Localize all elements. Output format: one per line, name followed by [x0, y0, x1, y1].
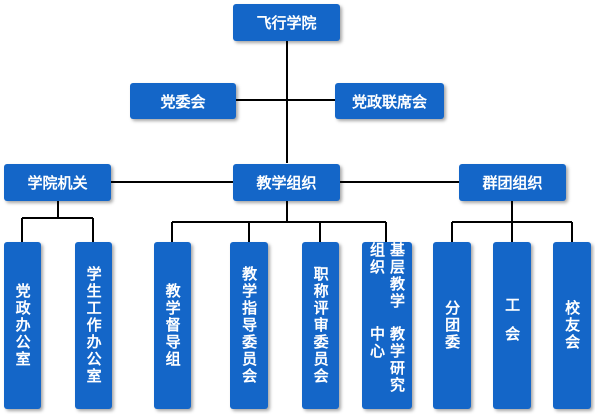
node-labor-union: 工会	[493, 242, 531, 409]
node-alumni: 校友会	[553, 242, 591, 409]
node-joint-meeting: 党政联席会	[335, 83, 444, 119]
node-title-committee: 职称评审委员会	[302, 242, 339, 409]
node-branch-teaching: 教学组织	[233, 164, 340, 201]
node-supervision-group: 教学督导组	[154, 242, 191, 409]
node-party-office: 党政办公室	[4, 242, 41, 409]
node-teaching-org-research: 基层教学组织 教学研究中心	[362, 242, 412, 409]
node-guidance-committee: 教学指导委员会	[230, 242, 268, 409]
node-branch-mass: 群团组织	[459, 164, 566, 201]
label-grassroots-org: 基层教学组织	[368, 242, 406, 310]
label-research-center: 教学研究中心	[368, 325, 406, 394]
node-youth-league: 分团委	[433, 242, 471, 409]
node-root: 飞行学院	[233, 4, 340, 41]
node-branch-admin: 学院机关	[4, 164, 111, 201]
node-party-committee: 党委会	[130, 83, 236, 119]
node-student-office: 学生工作办公室	[75, 242, 112, 409]
